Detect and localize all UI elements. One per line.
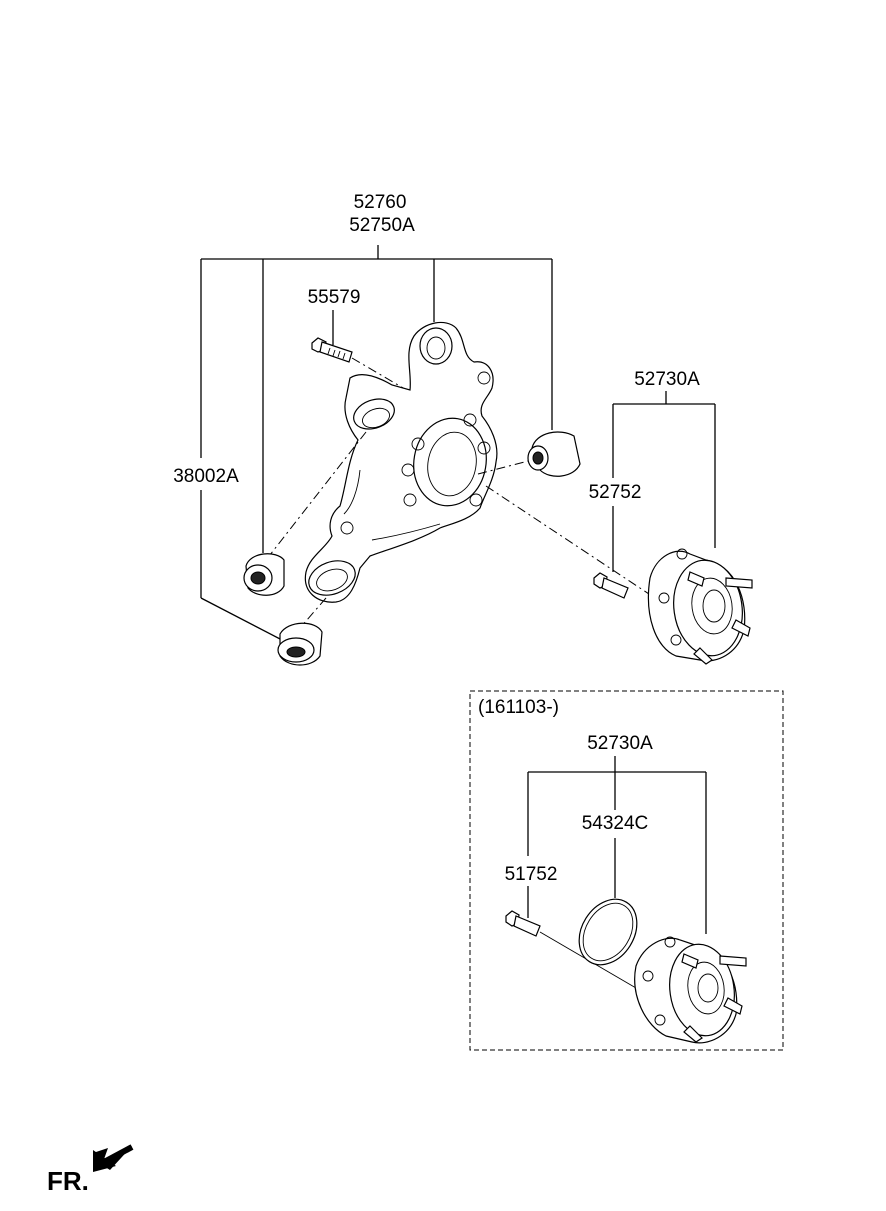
- assembly-centerlines: [265, 431, 653, 629]
- steering-knuckle: [304, 321, 498, 603]
- bushing-lower-left: [243, 553, 285, 596]
- front-indicator: FR.: [47, 1166, 89, 1196]
- variant-hub-bearing: [634, 936, 747, 1044]
- bushing-upper: [527, 431, 581, 477]
- label-54324C: 54324C: [582, 813, 649, 834]
- label-52750A: 52750A: [349, 215, 415, 236]
- label-55579: 55579: [308, 287, 361, 308]
- variant-bolt: [505, 910, 637, 989]
- variant-box: [469, 690, 784, 1051]
- label-variant-date: (161103-): [478, 697, 559, 718]
- knuckle-bolt: [311, 337, 411, 393]
- label-52760: 52760: [354, 192, 407, 213]
- label-38002A: 38002A: [173, 466, 239, 487]
- variant-leader-lines: [527, 756, 707, 934]
- front-arrow-icon: [93, 1144, 134, 1172]
- knuckle-leader-lines: [200, 245, 553, 641]
- hub-bearing-assembly: [647, 548, 753, 665]
- label-52730A: 52730A: [634, 369, 700, 390]
- label-52752: 52752: [589, 482, 642, 503]
- bushing-lower-front: [277, 622, 323, 666]
- label-variant-52730A: 52730A: [587, 733, 653, 754]
- variant-o-ring: [578, 898, 638, 966]
- label-51752: 51752: [505, 864, 558, 885]
- hub-bolt: [593, 572, 629, 599]
- hub-leader-lines: [612, 391, 716, 572]
